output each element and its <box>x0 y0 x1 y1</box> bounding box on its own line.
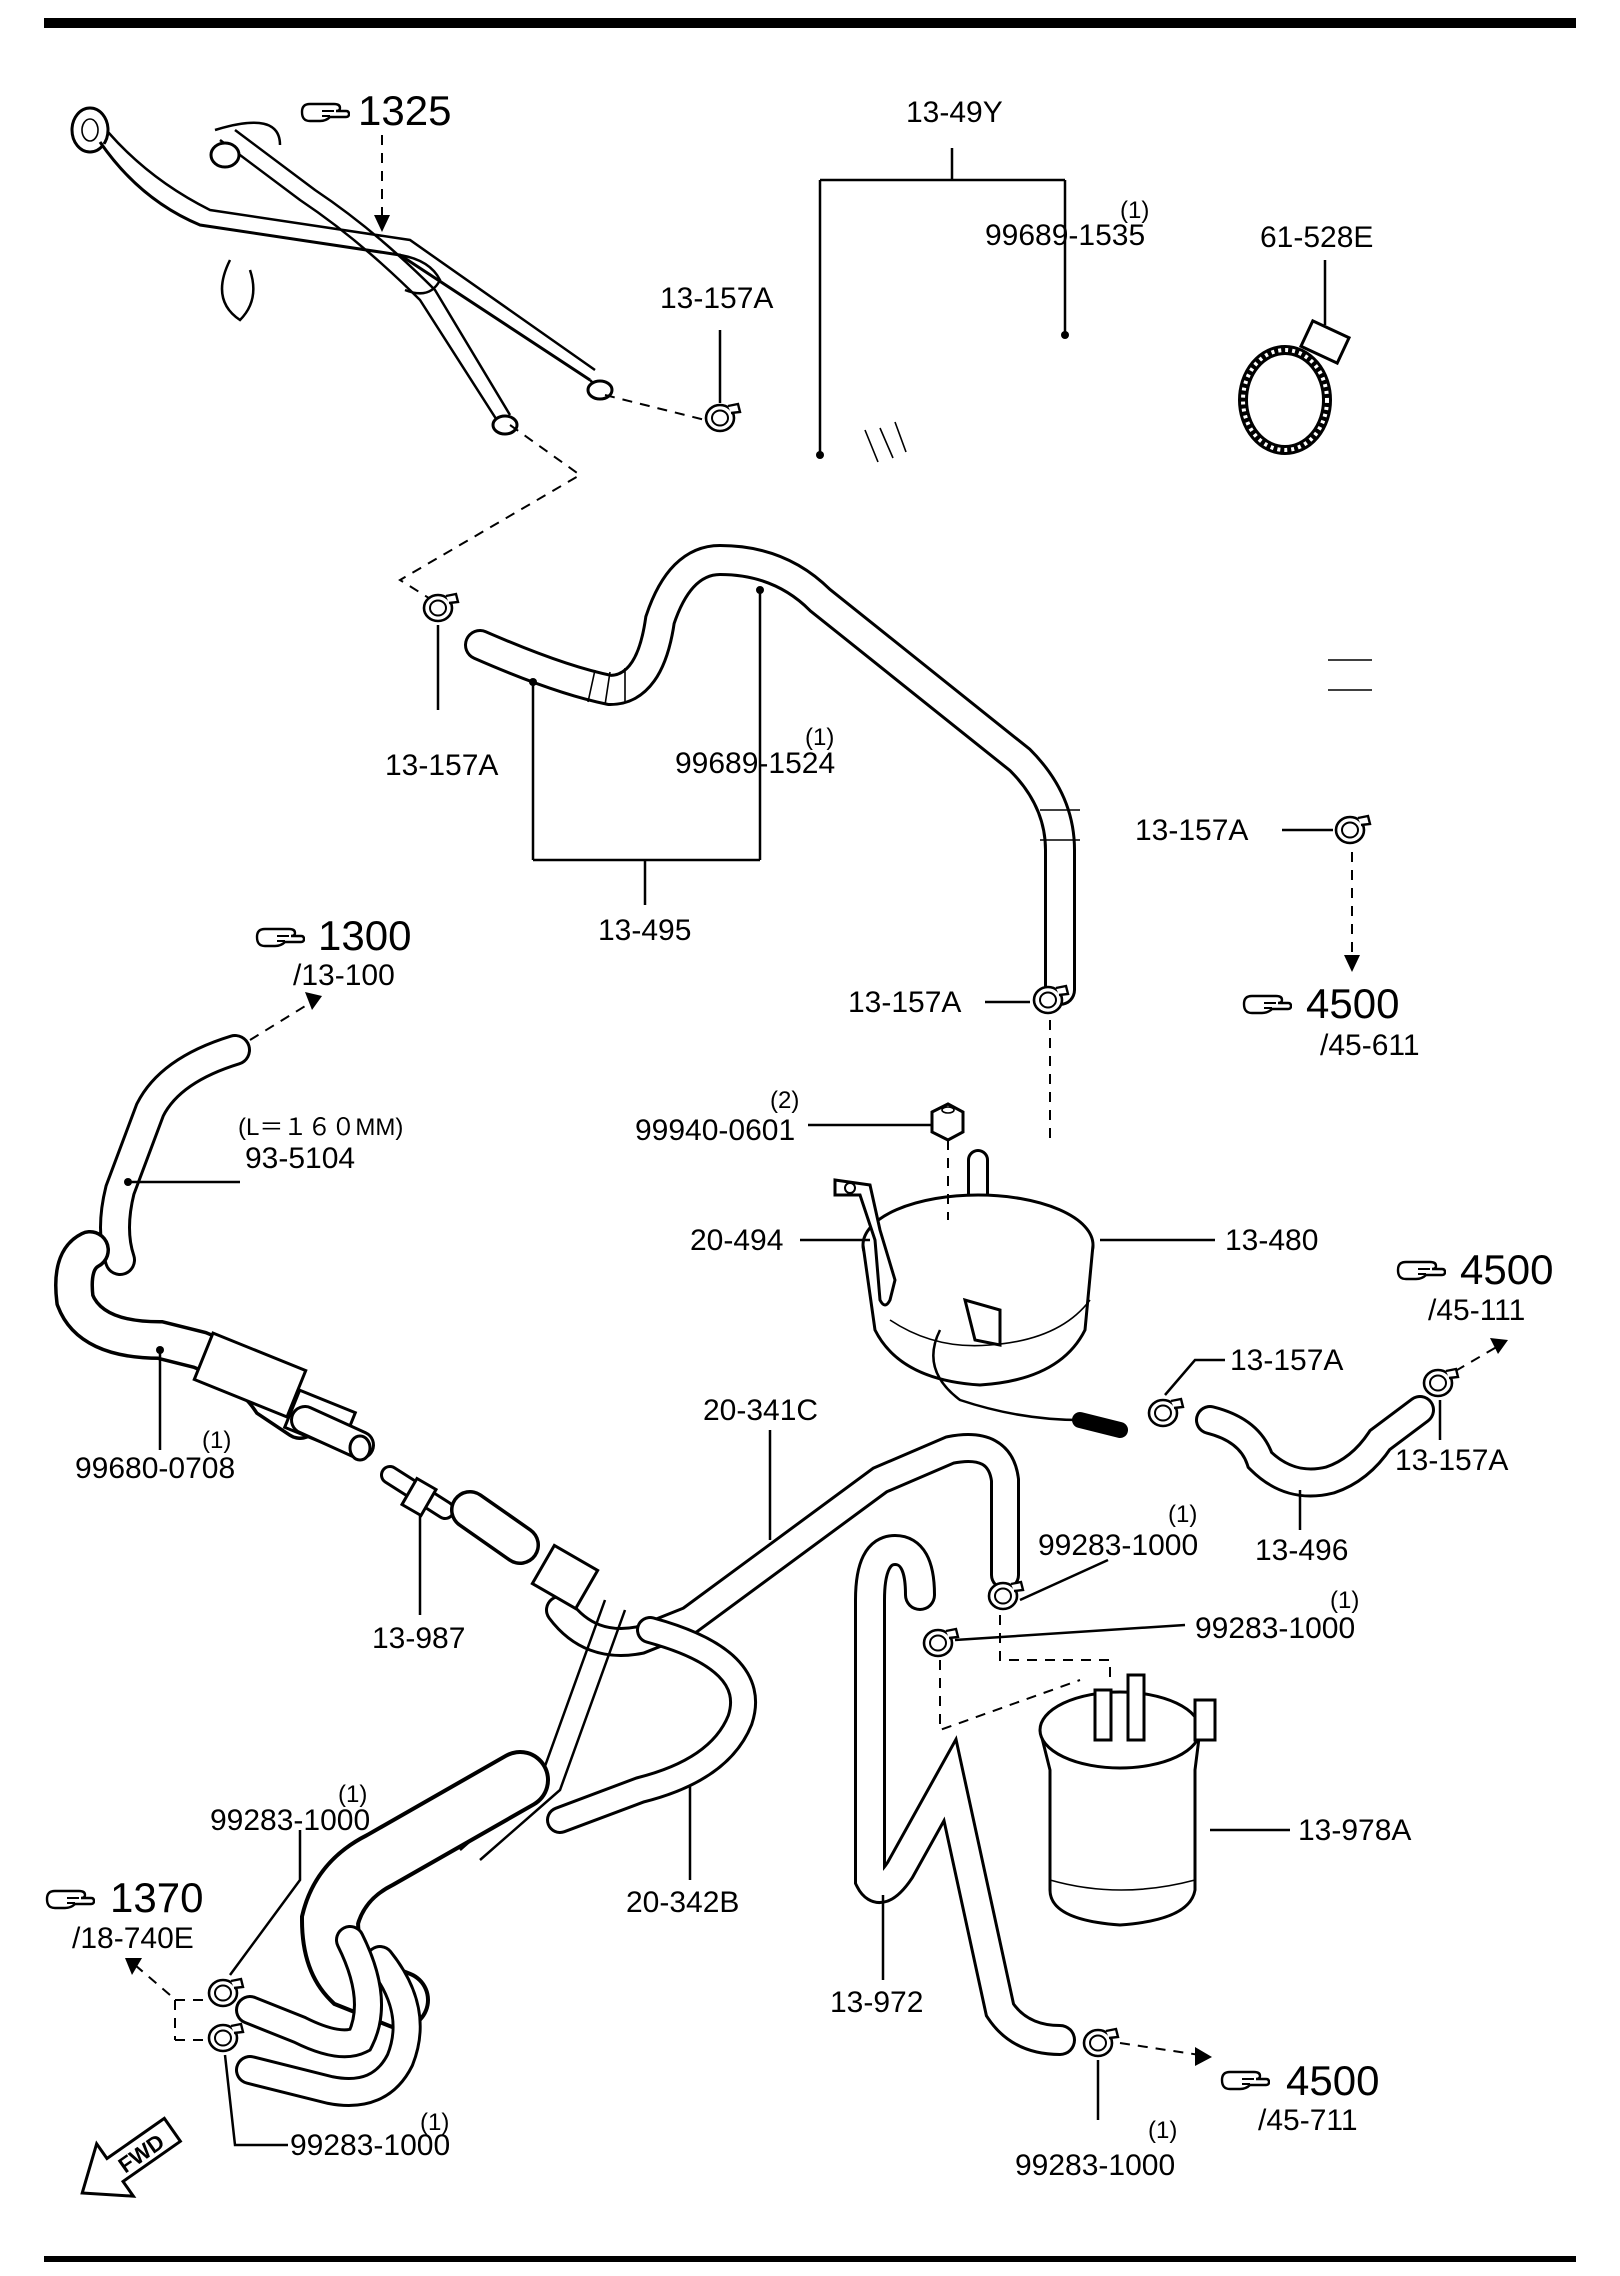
ref-1325-number: 1325 <box>358 87 451 134</box>
label-99283-1000-a: 99283-1000 <box>1038 1529 1198 1562</box>
label-13-495: 13-495 <box>598 914 691 947</box>
ref-1300-number: 1300 <box>318 912 411 959</box>
label-13-49Y: 13-49Y <box>906 96 1003 129</box>
cable-tie-61-528E <box>1238 318 1352 455</box>
label-13-157A-b: 13-157A <box>1395 1444 1508 1477</box>
label-13-496: 13-496 <box>1255 1534 1348 1567</box>
label-13-157A-right: 13-157A <box>1135 814 1248 847</box>
note-length: (L＝１６０MM) <box>238 1114 403 1141</box>
qty-99283-1000-c: (1) <box>1148 2117 1177 2144</box>
clamp-13-157A-b <box>1422 1367 1460 1398</box>
label-93-5104: 93-5104 <box>245 1142 355 1175</box>
label-20-342B: 20-342B <box>626 1886 739 1919</box>
qty-99689-1524: (1) <box>805 724 834 751</box>
label-13-157A-a: 13-157A <box>1230 1344 1343 1377</box>
canister-13-480 <box>861 1149 1128 1438</box>
clamp-13-157A-left <box>422 592 460 623</box>
qty-99283-1000-a: (1) <box>1168 1501 1197 1528</box>
label-99283-1000-c: 99283-1000 <box>1015 2149 1175 2182</box>
bottom-border <box>44 2256 1576 2262</box>
connector-13-987 <box>380 1465 455 1520</box>
hose-99689-1535 <box>758 276 1372 772</box>
pipe-20-341C <box>450 1433 1020 1861</box>
clamp-13-157A-right <box>1334 814 1372 845</box>
top-border <box>44 18 1576 28</box>
qty-99283-1000-e: (1) <box>420 2109 449 2136</box>
clamp-13-157A-top <box>704 402 742 433</box>
canister-13-978A <box>939 1615 1217 1927</box>
ref-4500-c-sub: /45-711 <box>1258 2104 1358 2137</box>
clamp-99283-1000-a <box>987 1580 1025 1611</box>
ref-4500-b-number: 4500 <box>1460 1246 1553 1293</box>
label-20-341C: 20-341C <box>703 1394 818 1427</box>
label-13-972: 13-972 <box>830 1986 923 2019</box>
pipe-20-342B <box>235 1616 758 2107</box>
pipe-assembly-1325 <box>70 106 614 436</box>
label-99689-1535: 99689-1535 <box>985 219 1145 252</box>
label-99940-0601: 99940-0601 <box>635 1114 795 1147</box>
label-99680-0708: 99680-0708 <box>75 1452 235 1485</box>
qty-99283-1000-d: (1) <box>338 1781 367 1808</box>
hose-13-972 <box>854 1533 1076 2056</box>
ref-4500-a-sub: /45-611 <box>1320 1029 1420 1062</box>
clamp-99283-1000-e <box>207 2022 245 2053</box>
label-13-157A-left: 13-157A <box>385 749 498 782</box>
qty-99283-1000-b: (1) <box>1330 1587 1359 1614</box>
label-13-157A-mid: 13-157A <box>848 986 961 1019</box>
pointer-icon <box>1242 994 1292 1015</box>
ref-4500-c-number: 4500 <box>1286 2057 1379 2104</box>
label-99283-1000-d: 99283-1000 <box>210 1804 370 1837</box>
pointer-icon <box>255 927 305 948</box>
pointer-icon <box>1220 2070 1270 2091</box>
clamp-99283-1000-c <box>1082 2027 1120 2058</box>
qty-99940-0601: (2) <box>770 1087 799 1114</box>
label-13-978A: 13-978A <box>1298 1814 1411 1847</box>
clamp-99283-1000-b <box>922 1627 960 1658</box>
pointer-icon <box>1396 1260 1446 1281</box>
fwd-arrow-icon: FWD <box>80 2116 183 2198</box>
hose-93-5104 <box>99 1034 251 1276</box>
label-13-987: 13-987 <box>372 1622 465 1655</box>
ref-1370-number: 1370 <box>110 1874 203 1921</box>
label-99689-1524: 99689-1524 <box>675 747 835 780</box>
ref-1370-sub: /18-740E <box>72 1922 194 1955</box>
clamp-13-157A-mid <box>1032 984 1070 1015</box>
hose-99680-0708 <box>54 1230 375 1462</box>
qty-99689-1535: (1) <box>1120 197 1149 224</box>
label-13-480: 13-480 <box>1225 1224 1318 1257</box>
label-13-157A-top: 13-157A <box>660 282 773 315</box>
nut-99940-0601 <box>930 1102 965 1142</box>
ref-4500-b-sub: /45-111 <box>1428 1294 1525 1327</box>
pointer-icon <box>45 1889 95 1910</box>
hose-99689-1524 <box>464 543 1080 1006</box>
ref-1300-sub: /13-100 <box>293 959 395 992</box>
qty-99680-0708: (1) <box>202 1427 231 1454</box>
label-99283-1000-b: 99283-1000 <box>1195 1612 1355 1645</box>
clamp-13-157A-a <box>1147 1397 1185 1428</box>
label-20-494: 20-494 <box>690 1224 783 1257</box>
hose-13-496 <box>1195 1395 1435 1498</box>
pointer-icon <box>300 102 350 123</box>
label-61-528E: 61-528E <box>1260 221 1373 254</box>
ref-4500-a-number: 4500 <box>1306 980 1399 1027</box>
bracket-20-494 <box>833 1178 897 1307</box>
label-99283-1000-e: 99283-1000 <box>290 2129 450 2162</box>
